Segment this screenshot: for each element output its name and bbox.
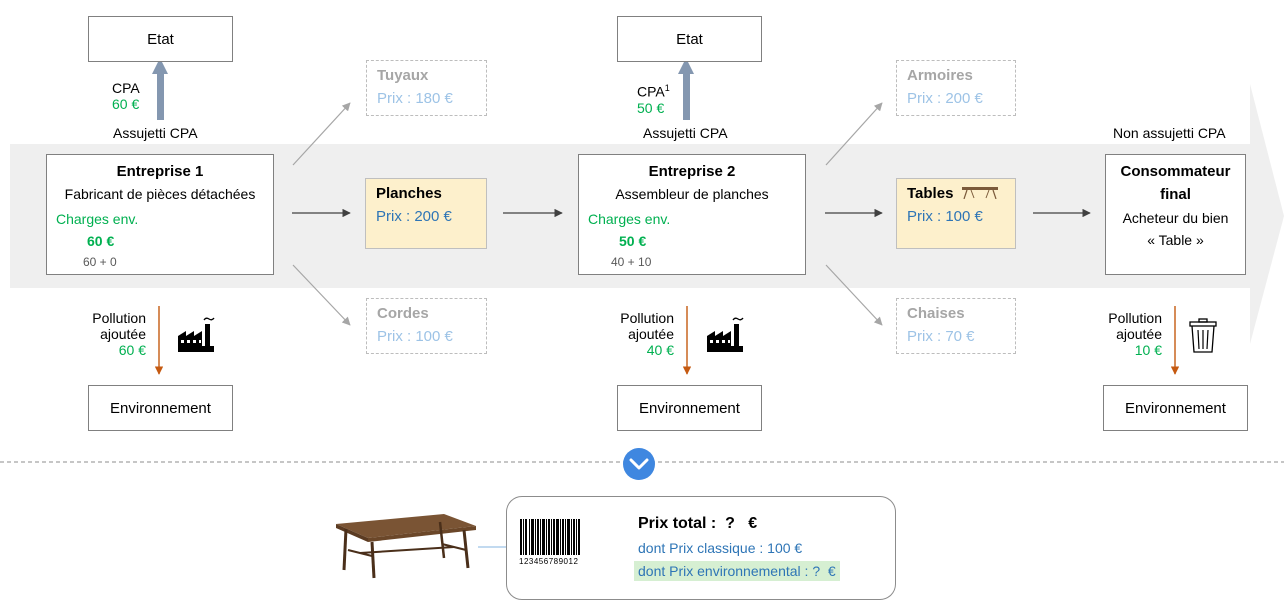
cpa-arrow-2-head <box>678 58 694 74</box>
trash-icon <box>1189 318 1217 353</box>
pollution-3-line2: ajoutée <box>1116 326 1162 342</box>
alt-tuyaux: Tuyaux Prix : 180 € <box>366 60 487 116</box>
entreprise-1-title: Entreprise 1 <box>116 163 204 180</box>
pollution-2-line2: ajoutée <box>628 326 674 342</box>
alt-chaises-name: Chaises <box>907 305 965 322</box>
entreprise-1-subtitle: Fabricant de pièces détachées <box>64 186 256 202</box>
product-tables-name: Tables <box>907 185 954 202</box>
environnement-label-3: Environnement <box>1125 399 1226 417</box>
arrow-to-armoires <box>825 102 883 166</box>
table-icon <box>961 187 998 200</box>
prix-environnemental: dont Prix environnemental : ? € <box>634 561 840 581</box>
cpa-arrow-1-head <box>152 58 168 74</box>
price-label-card: 123456789012 Prix total : ? € dont Prix … <box>506 496 896 600</box>
cpa-arrow-1-shaft <box>157 72 164 120</box>
entreprise-1-box: Entreprise 1 Fabricant de pièces détaché… <box>46 154 274 275</box>
cpa-value-1: 60 € <box>112 96 140 112</box>
barcode-number: 123456789012 <box>519 557 579 566</box>
entreprise-2-box: Entreprise 2 Assembleur de planches Char… <box>578 154 806 275</box>
environnement-box-3: Environnement <box>1103 385 1248 431</box>
entreprise-2-title: Entreprise 2 <box>648 163 736 180</box>
product-planches-name: Planches <box>376 185 442 202</box>
table-image <box>336 514 476 579</box>
factory-icon <box>178 317 215 352</box>
alt-armoires: Armoires Prix : 200 € <box>896 60 1016 116</box>
factory-icon <box>707 317 744 352</box>
pollution-1-line1: Pollution <box>92 310 146 326</box>
pollution-3: Pollution ajoutée 10 € <box>1092 310 1162 358</box>
pollution-1-line2: ajoutée <box>100 326 146 342</box>
environnement-label-2: Environnement <box>639 399 740 417</box>
consommateur-title-2: final <box>1160 186 1191 203</box>
cpa-label-1: CPA <box>112 80 140 96</box>
alt-tuyaux-price: Prix : 180 € <box>377 90 453 107</box>
product-planches: Planches Prix : 200 € <box>365 178 487 249</box>
arrow-to-chaises <box>825 264 883 326</box>
pollution-2-line1: Pollution <box>620 310 674 326</box>
cpa-footnote: 1 <box>664 83 670 93</box>
product-tables-price: Prix : 100 € <box>907 208 983 225</box>
entreprise-2-charges-label: Charges env. <box>588 211 671 227</box>
cpa-value-2: 50 € <box>637 99 665 116</box>
environnement-box-1: Environnement <box>88 385 233 431</box>
alt-cordes-price: Prix : 100 € <box>377 328 453 345</box>
alt-cordes: Cordes Prix : 100 € <box>366 298 487 354</box>
pollution-2-value: 40 € <box>646 342 674 358</box>
cpa-arrow-2-shaft <box>683 72 690 120</box>
prix-classique: dont Prix classique : 100 € <box>638 540 803 556</box>
pollution-1-value: 60 € <box>118 342 146 358</box>
consommateur-title-1: Consommateur <box>1120 163 1231 180</box>
alt-chaises: Chaises Prix : 70 € <box>896 298 1016 354</box>
consommateur-line-3: Acheteur du bien <box>1122 210 1229 226</box>
arrow-to-cordes <box>292 264 351 326</box>
pollution-1: Pollution ajoutée 60 € <box>76 310 146 358</box>
entreprise-2-charges-detail: 40 + 10 <box>611 255 652 269</box>
environnement-box-2: Environnement <box>617 385 762 431</box>
entreprise-1-charges-label: Charges env. <box>56 211 139 227</box>
cpa-label-2: CPA <box>637 83 665 100</box>
barcode-icon <box>520 519 580 555</box>
cpa-block-1: CPA 60 € <box>112 80 140 112</box>
chevron-down-icon[interactable] <box>622 447 656 481</box>
non-assujetti-label: Non assujetti CPA <box>1113 125 1226 141</box>
pollution-2: Pollution ajoutée 40 € <box>604 310 674 358</box>
etat-box-2: Etat <box>617 16 762 62</box>
consommateur-box: Consommateur final Acheteur du bien « Ta… <box>1105 154 1246 275</box>
alt-armoires-name: Armoires <box>907 67 973 84</box>
consommateur-line-4: « Table » <box>1147 232 1204 248</box>
alt-chaises-price: Prix : 70 € <box>907 328 975 345</box>
etat-label-2: Etat <box>676 30 703 48</box>
entreprise-2-subtitle: Assembleur de planches <box>615 186 769 202</box>
arrow-to-tuyaux <box>292 102 351 166</box>
assujetti-1: Assujetti CPA <box>113 125 198 141</box>
alt-tuyaux-name: Tuyaux <box>377 67 429 84</box>
entreprise-1-charges-detail: 60 + 0 <box>83 255 117 269</box>
product-planches-price: Prix : 200 € <box>376 208 452 225</box>
prix-total: Prix total : ? € <box>638 515 758 532</box>
etat-label-1: Etat <box>147 30 174 48</box>
cpa-block-2: CPA1 50 € <box>637 80 670 116</box>
assujetti-2: Assujetti CPA <box>643 125 728 141</box>
entreprise-2-charges-value: 50 € <box>619 233 647 249</box>
alt-armoires-price: Prix : 200 € <box>907 90 983 107</box>
product-tables: Tables Prix : 100 € <box>896 178 1016 249</box>
alt-cordes-name: Cordes <box>377 305 429 322</box>
pollution-3-value: 10 € <box>1134 342 1162 358</box>
pollution-3-line1: Pollution <box>1108 310 1162 326</box>
etat-box-1: Etat <box>88 16 233 62</box>
environnement-label-1: Environnement <box>110 399 211 417</box>
entreprise-1-charges-value: 60 € <box>87 233 115 249</box>
